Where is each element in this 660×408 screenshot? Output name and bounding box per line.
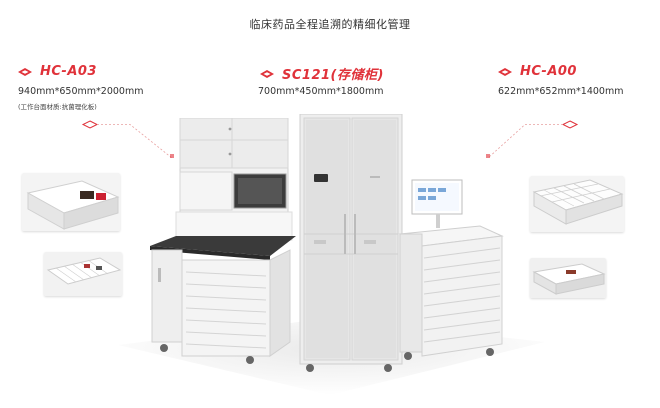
hc-a03-cabinet-illustration xyxy=(150,118,296,364)
sc121-storage-cabinet-illustration xyxy=(299,114,403,372)
drawer-grid-thumbnail xyxy=(530,176,624,232)
drawer-detail-thumbnail xyxy=(22,173,120,231)
product-header-hc-a00: HC-A00 xyxy=(498,64,577,79)
drawer-open-thumbnail xyxy=(530,258,606,298)
product-header-hc-a03: HC-A03 xyxy=(18,64,97,79)
dimensions: 622mm*652mm*1400mm xyxy=(498,86,624,97)
dimensions: 940mm*650mm*2000mm xyxy=(18,86,144,97)
diamond-bullet-icon xyxy=(498,67,512,76)
hc-a00-cart-illustration xyxy=(398,179,504,360)
model-name: SC121(存储柜) xyxy=(282,68,384,83)
diamond-bullet-icon xyxy=(260,69,274,78)
page-title: 临床药品全程追溯的精细化管理 xyxy=(249,18,411,31)
product-header-sc121: SC121(存储柜) xyxy=(260,64,384,83)
diamond-bullet-icon xyxy=(18,67,32,76)
material-note: (工作台面材质:抗菌理化板) xyxy=(18,103,97,111)
tray-detail-thumbnail xyxy=(44,252,122,296)
dimensions: 700mm*450mm*1800mm xyxy=(258,86,384,97)
model-name: HC-A03 xyxy=(40,64,97,79)
model-name: HC-A00 xyxy=(520,64,577,79)
